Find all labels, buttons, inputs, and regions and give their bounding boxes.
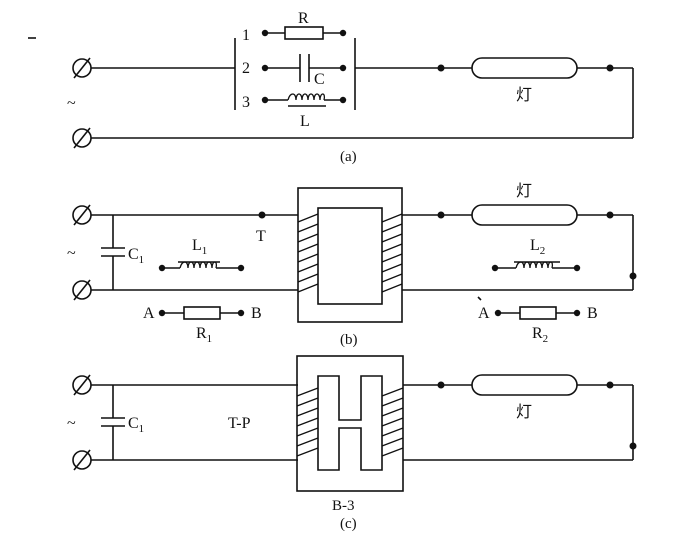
node-c-3 <box>629 442 637 450</box>
switch-pos-2: 2 <box>242 60 250 77</box>
inductor-l2-label: L2 <box>530 237 545 257</box>
panel-a: ~ 1 2 3 R C <box>67 10 634 165</box>
ac-symbol-b: ~ <box>67 245 76 262</box>
lamp-a <box>471 57 578 79</box>
node-a-left-label: A <box>143 305 155 322</box>
ac-symbol-c: ~ <box>67 415 76 432</box>
tap-tp-label: T-P <box>228 415 251 432</box>
capacitor-c-label: C <box>314 71 325 88</box>
terminal-top-a <box>72 57 92 79</box>
transformer-c <box>296 355 404 492</box>
capacitor-c-a <box>261 54 347 82</box>
resistor-r-a <box>261 26 347 40</box>
inductor-l1-label: L1 <box>192 237 207 257</box>
caption-a: (a) <box>340 149 357 165</box>
inductor-l2-b <box>491 261 581 272</box>
terminal-top-b <box>72 204 92 226</box>
node-c-2 <box>606 381 614 389</box>
capacitor-c1-b <box>101 215 125 290</box>
switch-pos-1: 1 <box>242 27 250 44</box>
node-b-1 <box>437 211 445 219</box>
switch-pos-3: 3 <box>242 94 250 111</box>
tap-t-node <box>258 211 266 219</box>
node-c-1 <box>437 381 445 389</box>
terminal-bottom-a <box>72 127 92 149</box>
capacitor-c1-label-c: C1 <box>128 415 144 435</box>
inductor-l1-b <box>158 261 245 272</box>
node-a-2 <box>606 64 614 72</box>
lamp-c-label: 灯 <box>516 402 532 421</box>
resistor-r1-b <box>158 306 245 320</box>
resistor-r2-label: R2 <box>532 325 548 345</box>
resistor-r-label: R <box>298 10 309 27</box>
panel-b: ~ C1 T L1 A <box>67 181 637 348</box>
terminal-bottom-c <box>72 449 92 471</box>
capacitor-c1-c <box>101 385 125 460</box>
terminal-top-c <box>72 374 92 396</box>
transformer-b <box>297 187 403 323</box>
panel-c: ~ C1 T-P B-3 (c) 灯 <box>67 355 637 532</box>
resistor-r1-label: R1 <box>196 325 212 345</box>
node-b-right-label: B <box>587 305 598 322</box>
terminal-bottom-b <box>72 279 92 301</box>
transformer-b3-label: B-3 <box>332 498 355 514</box>
lamp-c <box>471 374 578 396</box>
lamp-b-label: 灯 <box>516 181 532 200</box>
node-b-3 <box>629 272 637 280</box>
inductor-l-a <box>261 93 347 107</box>
caption-b: (b) <box>340 332 358 348</box>
node-a-1 <box>437 64 445 72</box>
lamp-b <box>471 204 578 226</box>
capacitor-c1-label-b: C1 <box>128 246 144 266</box>
node-a-right-label: A <box>478 305 490 322</box>
ac-symbol-a: ~ <box>67 95 76 112</box>
node-b-2 <box>606 211 614 219</box>
stray-mark-b <box>477 296 482 301</box>
node-b-left-label: B <box>251 305 262 322</box>
tap-t-label: T <box>256 228 266 245</box>
lamp-a-label: 灯 <box>516 85 532 104</box>
caption-c: (c) <box>340 516 357 532</box>
inductor-l-label: L <box>300 113 310 130</box>
resistor-r2-b <box>494 306 581 320</box>
